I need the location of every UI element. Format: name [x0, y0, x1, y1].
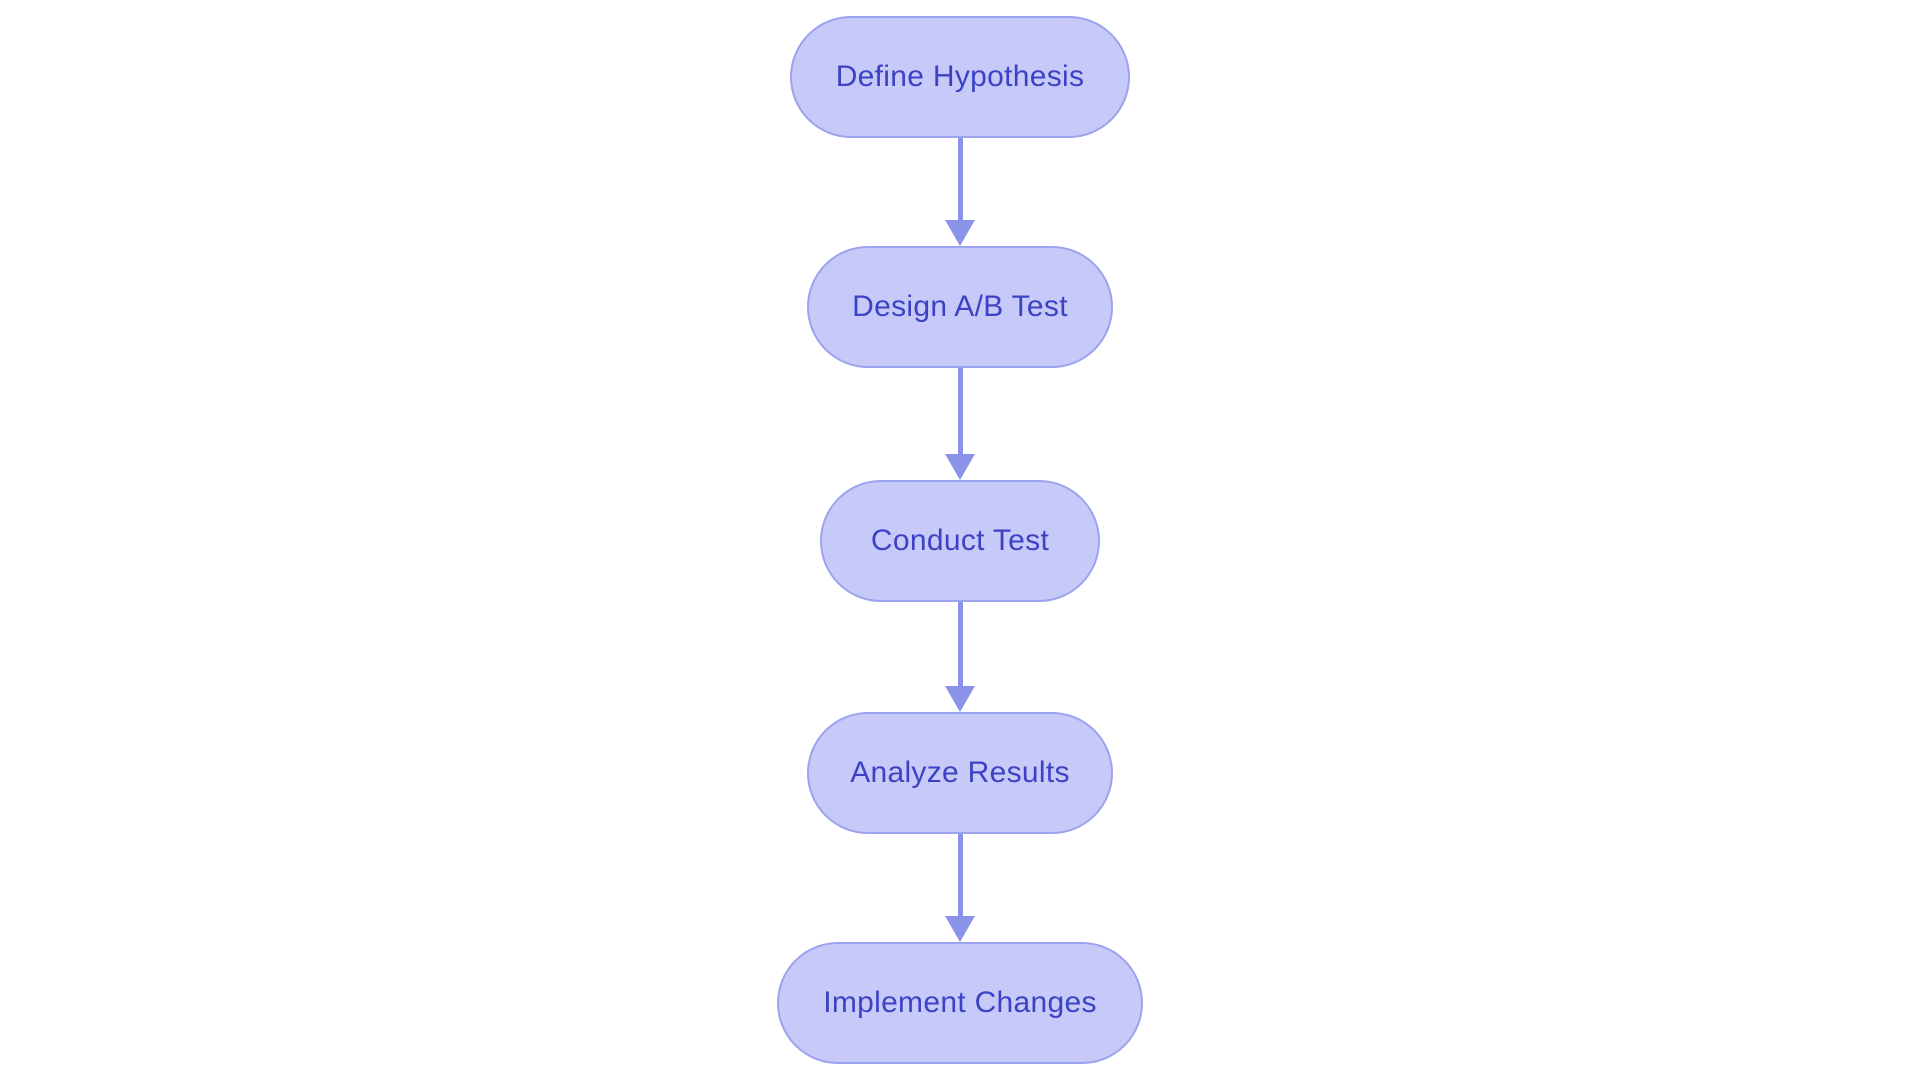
flow-node-design-ab-test: Design A/B Test [807, 246, 1113, 368]
arrow-line [957, 368, 963, 458]
connector-analyze-to-implement [945, 834, 975, 942]
node-label: Implement Changes [823, 986, 1097, 1019]
arrowhead-down-icon [945, 220, 975, 246]
flow-node-implement-changes: Implement Changes [777, 942, 1143, 1064]
connector-design-to-conduct [945, 368, 975, 480]
arrow-line [957, 602, 963, 690]
connector-conduct-to-analyze [945, 602, 975, 712]
flow-node-analyze-results: Analyze Results [807, 712, 1113, 834]
connector-define-to-design [945, 138, 975, 246]
arrow-line [957, 834, 963, 920]
flow-node-define-hypothesis: Define Hypothesis [790, 16, 1130, 138]
node-label: Conduct Test [870, 524, 1050, 557]
arrowhead-down-icon [945, 916, 975, 942]
arrow-line [957, 138, 963, 224]
flow-node-conduct-test: Conduct Test [820, 480, 1100, 602]
arrowhead-down-icon [945, 686, 975, 712]
node-label: Define Hypothesis [835, 60, 1085, 93]
arrowhead-down-icon [945, 454, 975, 480]
node-label: Analyze Results [850, 756, 1070, 789]
node-label: Design A/B Test [852, 290, 1068, 323]
